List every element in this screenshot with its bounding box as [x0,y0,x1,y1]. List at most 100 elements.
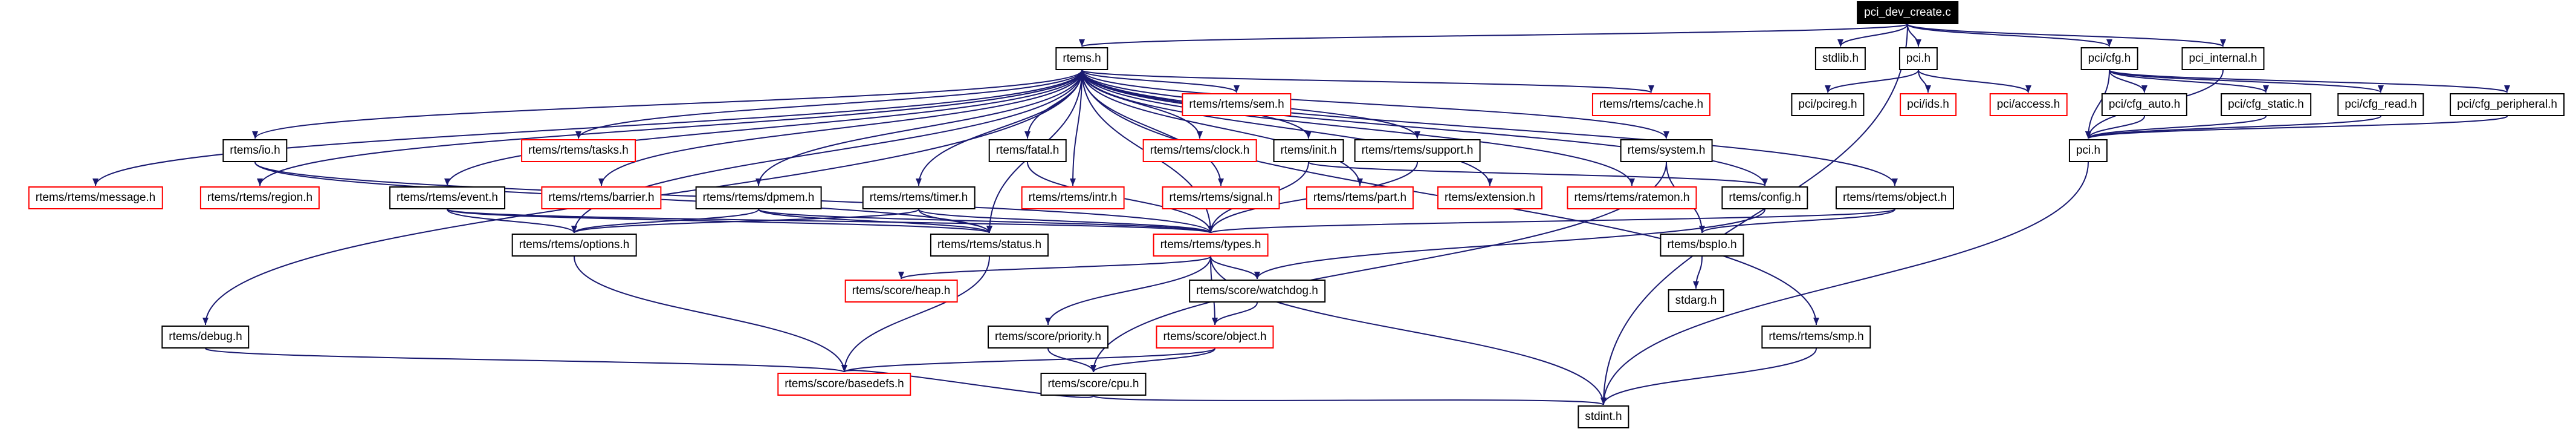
graph-node-region[interactable]: rtems/rtems/region.h [199,186,320,209]
include-edge-timer-to-types [918,209,1214,234]
graph-node-tasks[interactable]: rtems/rtems/tasks.h [521,139,636,162]
include-edge-smp-to-stdint [1600,348,1817,405]
include-edge-types-to-watchdog [1210,256,1260,280]
graph-node-pci_low[interactable]: pci.h [2068,139,2108,162]
graph-node-io[interactable]: rtems/io.h [222,139,288,162]
include-edge-watchdog-to-sobject [1212,302,1258,326]
graph-node-pci_top[interactable]: pci.h [1898,47,1938,70]
graph-node-config[interactable]: rtems/config.h [1721,186,1808,209]
graph-node-barrier[interactable]: rtems/rtems/barrier.h [541,186,662,209]
graph-node-options[interactable]: rtems/rtems/options.h [511,234,637,257]
graph-node-robject[interactable]: rtems/rtems/object.h [1835,186,1955,209]
graph-node-message[interactable]: rtems/rtems/message.h [28,186,163,209]
include-edge-types-to-priority [1045,256,1211,326]
graph-node-sobject[interactable]: rtems/score/object.h [1156,326,1274,349]
graph-node-cfg_static[interactable]: pci/cfg_static.h [2221,93,2311,116]
include-edge-dpmem-to-options [571,209,759,234]
include-edge-rtems_h-to-cache [1081,70,1654,93]
include-edge-dpmem-to-status [758,209,992,234]
include-edge-sobject-to-basedefs [841,348,1215,373]
graph-node-timer[interactable]: rtems/rtems/timer.h [862,186,976,209]
graph-node-cache[interactable]: rtems/rtems/cache.h [1591,93,1711,116]
include-edge-pci_cfg-to-cfg_read [2109,70,2384,93]
include-edge-rtems_h-to-io [252,70,1083,139]
include-edge-rtems_h-to-region [257,70,1083,186]
graph-node-stdarg[interactable]: stdarg.h [1668,289,1724,312]
include-edge-c-to-pci_internal [1907,24,2226,47]
graph-node-smp[interactable]: rtems/rtems/smp.h [1761,326,1871,349]
graph-node-c[interactable]: pci_dev_create.c [1857,1,1958,24]
include-edge-event-to-options [447,209,577,234]
graph-node-heap[interactable]: rtems/score/heap.h [844,280,958,303]
include-edge-rtems_h-to-sem [1081,70,1240,93]
graph-node-stdlib[interactable]: stdlib.h [1814,47,1866,70]
graph-node-support[interactable]: rtems/rtems/support.h [1354,139,1481,162]
include-edge-pci_cfg-to-cfg_periph [2109,70,2510,93]
graph-node-debug[interactable]: rtems/debug.h [161,326,250,349]
include-edge-pci_low-to-stdint [1600,162,2089,405]
graph-node-cfg_periph[interactable]: pci/cfg_peripheral.h [2450,93,2565,116]
graph-node-system[interactable]: rtems/system.h [1620,139,1713,162]
graph-node-dpmem[interactable]: rtems/rtems/dpmem.h [695,186,822,209]
graph-node-bspio[interactable]: rtems/bspIo.h [1660,234,1744,257]
graph-node-sem[interactable]: rtems/rtems/sem.h [1182,93,1292,116]
include-edge-status-to-basedefs [841,256,990,373]
graph-node-cpu[interactable]: rtems/score/cpu.h [1040,373,1147,396]
include-edge-robject-to-bspio [1699,209,1895,234]
include-edge-rtems_h-to-timer [916,70,1083,186]
include-edge-pci_top-to-pci_access [1918,70,2031,93]
graph-node-pci_access[interactable]: pci/access.h [1989,93,2068,116]
include-edge-rtems_h-to-tasks [575,70,1083,139]
graph-edge-group [92,24,2510,405]
include-edge-cfg_static-to-pci_low [2085,116,2267,139]
include-edge-debug-to-basedefs [205,348,847,373]
graph-node-signal[interactable]: rtems/rtems/signal.h [1162,186,1280,209]
include-edge-c-to-stdint [1600,24,1908,405]
graph-node-part[interactable]: rtems/rtems/part.h [1306,186,1414,209]
include-edge-bspio-to-stdarg [1693,256,1703,289]
include-edge-rtems_h-to-barrier [598,70,1083,186]
include-edge-event-to-types [447,209,1214,234]
include-edge-cfg_periph-to-pci_low [2085,116,2508,139]
graph-node-pci_ids[interactable]: pci/ids.h [1900,93,1956,116]
graph-node-stdint[interactable]: stdint.h [1578,405,1629,428]
include-edge-priority-to-cpu [1047,348,1096,373]
include-edge-options-to-basedefs [574,256,847,373]
graph-node-init[interactable]: rtems/init.h [1273,139,1344,162]
include-edge-pci_cfg-to-cfg_auto [2109,70,2147,93]
graph-node-cfg_read[interactable]: pci/cfg_read.h [2337,93,2424,116]
graph-node-event[interactable]: rtems/rtems/event.h [389,186,505,209]
include-edge-types-to-heap [898,256,1211,280]
graph-node-clock[interactable]: rtems/rtems/clock.h [1142,139,1257,162]
include-edge-config-to-watchdog [1254,209,1765,280]
include-edge-event-to-status [447,209,992,234]
include-edge-cpu-to-basedefs [841,364,1094,398]
include-edge-pci_cfg-to-cfg_static [2109,70,2269,93]
graph-node-status[interactable]: rtems/rtems/status.h [930,234,1049,257]
include-edge-c-to-pci_cfg [1907,24,2112,47]
include-edge-c-to-stdlib [1837,24,1908,47]
include-edge-rtems_h-to-dpmem [756,70,1083,186]
include-edge-rtems_h-to-signal [1081,70,1224,186]
graph-node-fatal[interactable]: rtems/fatal.h [988,139,1067,162]
graph-node-basedefs[interactable]: rtems/score/basedefs.h [777,373,911,396]
graph-node-ratemon[interactable]: rtems/rtems/ratemon.h [1567,186,1697,209]
graph-node-cfg_auto[interactable]: pci/cfg_auto.h [2101,93,2188,116]
include-edge-rtems_h-to-message [92,70,1083,186]
graph-node-pci_cfg[interactable]: pci/cfg.h [2080,47,2138,70]
graph-node-intr[interactable]: rtems/rtems/intr.h [1021,186,1125,209]
graph-node-extension[interactable]: rtems/extension.h [1437,186,1542,209]
include-edge-rtems_h-to-config [1081,70,1768,186]
graph-node-pci_internal[interactable]: pci_internal.h [2181,47,2265,70]
graph-node-rtems_h[interactable]: rtems.h [1055,47,1108,70]
include-edge-timer-to-status [918,209,992,234]
include-edge-rtems_h-to-robject [1081,70,1898,186]
graph-node-watchdog[interactable]: rtems/score/watchdog.h [1189,280,1325,303]
graph-node-priority[interactable]: rtems/score/priority.h [988,326,1108,349]
graph-node-pcireg[interactable]: pci/pcireg.h [1791,93,1865,116]
graph-node-types[interactable]: rtems/rtems/types.h [1153,234,1269,257]
include-edge-rtems_h-to-part [1081,70,1363,186]
include-edge-cfg_read-to-pci_low [2085,116,2381,139]
include-edge-cpu-to-stdint [1093,395,1607,405]
